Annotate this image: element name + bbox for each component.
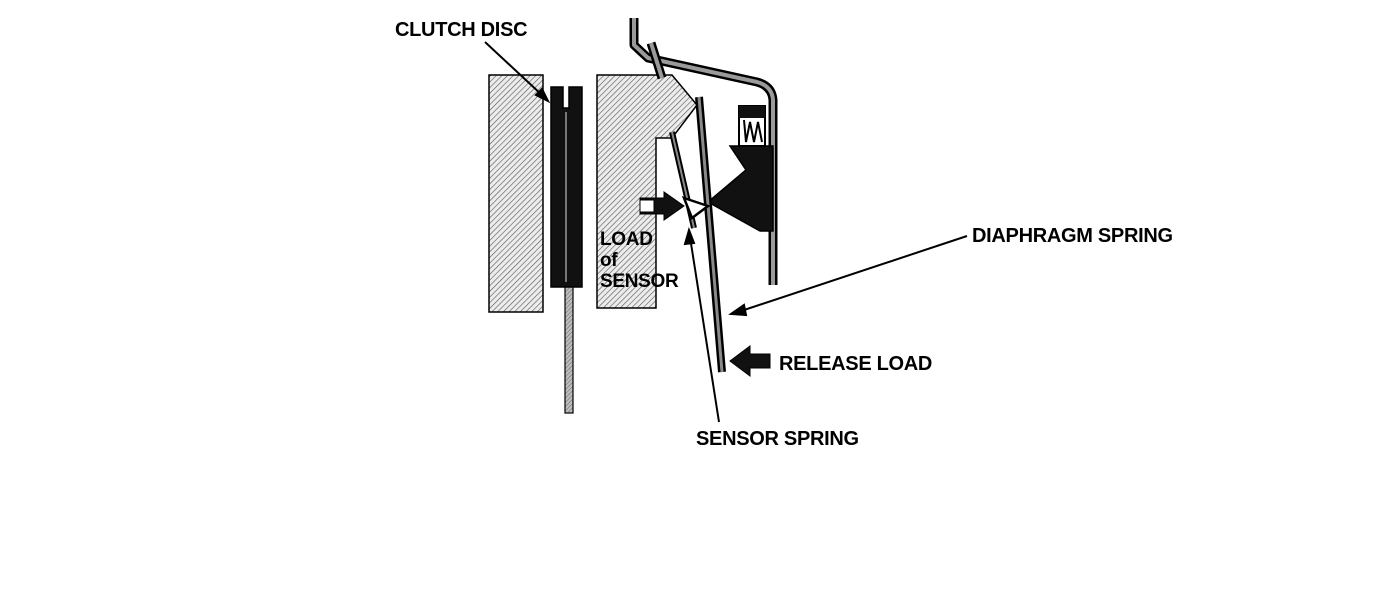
load-of-sensor-label-line2: of <box>600 250 618 271</box>
diaphragm-spring-leader <box>737 235 968 313</box>
load-of-sensor-label-line3: SENSOR <box>600 271 679 292</box>
sensor-spring-label: SENSOR SPRING <box>696 428 859 450</box>
flywheel-block <box>488 74 544 313</box>
load-of-sensor-label-line1: LOAD <box>600 229 653 250</box>
sensor-contact-triangle <box>681 195 711 220</box>
coil-spring <box>743 119 763 143</box>
clutch-disc-label: CLUTCH DISC <box>395 19 527 41</box>
input-shaft <box>564 284 574 414</box>
release-load-label: RELEASE LOAD <box>779 353 932 375</box>
release-load-arrow <box>729 345 771 377</box>
leader-lines <box>484 41 968 423</box>
load-of-sensor-arrow <box>639 191 685 221</box>
pivot-wedge <box>706 145 774 232</box>
clutch-disc-leader <box>484 41 544 97</box>
sensor-spring-leader <box>689 236 720 423</box>
diaphragm-spring-label: DIAPHRAGM SPRING <box>972 225 1173 247</box>
